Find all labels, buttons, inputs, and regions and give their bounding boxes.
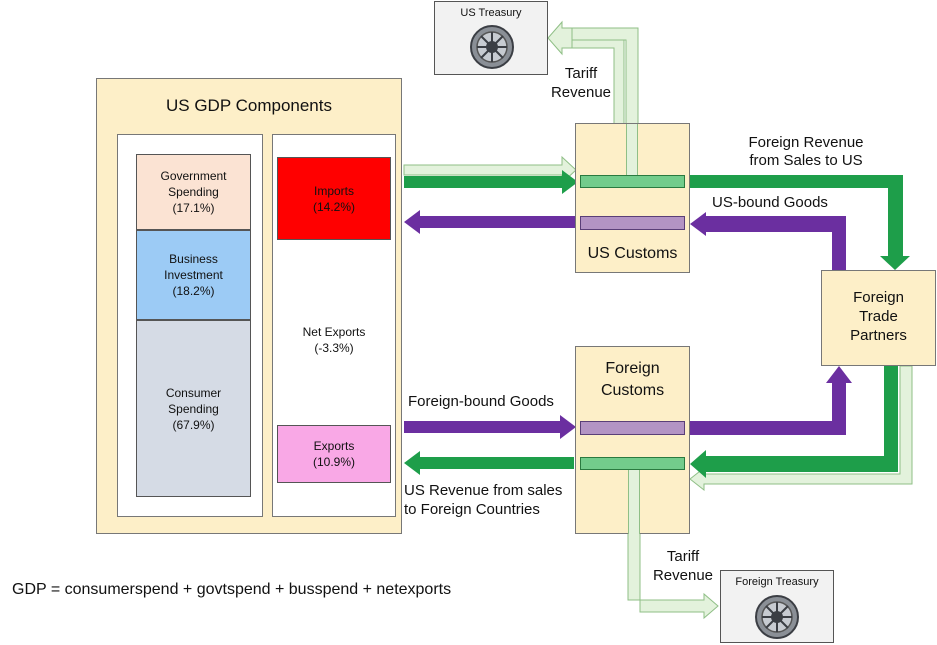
- foreign-customs-goods-bar-top: [580, 421, 685, 435]
- exports-label: Exports: [313, 439, 355, 453]
- trade-partners-line2: Trade: [859, 308, 898, 325]
- foreign-customs-line2: Customs: [600, 382, 665, 399]
- tariff-top-line2: Revenue: [550, 84, 612, 101]
- foreign-revenue-label: Foreign Revenue from Sales to US: [740, 134, 872, 170]
- us-bound-goods-to-gdp: [404, 210, 576, 234]
- tariff-bottom-line1: Tariff: [666, 548, 700, 565]
- money-flow-to-gdp: [404, 451, 574, 475]
- us-customs-goods-bar-top: [580, 216, 685, 230]
- business-investment-cell: Business Investment (18.2%): [136, 230, 251, 320]
- money-flow-from-trade-partners: [690, 366, 898, 478]
- consumer-spending-pct: (67.9%): [172, 417, 215, 432]
- government-spending-label-2: Spending: [168, 185, 219, 199]
- exports-pct: (10.9%): [312, 455, 356, 469]
- foreign-treasury-label: Foreign Treasury: [735, 576, 819, 588]
- goods-flow-to-trade-partners: [690, 366, 852, 435]
- tariff-revenue-bottom-label: Tariff Revenue: [648, 547, 718, 585]
- net-exports-name: Net Exports: [302, 325, 366, 339]
- net-exports-pct: (-3.3%): [314, 341, 354, 355]
- us-customs-label: US Customs: [587, 245, 678, 262]
- money-flow-to-trade-partners: [690, 175, 910, 270]
- foreign-revenue-line1: Foreign Revenue: [748, 134, 864, 151]
- us-revenue-line1: US Revenue from sales: [404, 482, 563, 499]
- vault-icon: [755, 595, 799, 639]
- tariff-riser-foreign: [628, 470, 640, 534]
- vault-icon: [470, 25, 514, 69]
- foreign-customs-label: Foreign Customs: [575, 358, 690, 402]
- us-bound-goods-label: US-bound Goods: [712, 194, 828, 211]
- government-spending-pct: (17.1%): [172, 201, 215, 215]
- government-spending-label-1: Government: [160, 169, 227, 183]
- trade-partners-line3: Partners: [850, 327, 907, 344]
- tariff-bottom-line2: Revenue: [652, 567, 714, 584]
- trade-partners-box: [821, 270, 936, 366]
- light-flow-from-trade-partners: [689, 365, 913, 492]
- gdp-formula: GDP = consumerspend + govtspend + busspe…: [12, 581, 452, 598]
- imports-label: Imports: [313, 183, 354, 198]
- tariff-flow-us-arrow: [547, 20, 573, 56]
- exports-cell: Exports (10.9%): [277, 425, 391, 483]
- business-investment-pct: (18.2%): [172, 284, 215, 298]
- business-investment-label-2: Investment: [164, 268, 223, 282]
- us-bound-goods-flow: [690, 212, 846, 270]
- us-revenue-label: US Revenue from sales to Foreign Countri…: [404, 481, 562, 519]
- tariff-riser-us: [626, 124, 638, 175]
- us-revenue-line2: to Foreign Countries: [404, 501, 540, 518]
- consumer-spending-label-2: Spending: [168, 401, 219, 416]
- gdp-panel-title: US GDP Components: [166, 96, 332, 115]
- us-treasury-label: US Treasury: [460, 7, 522, 19]
- trade-partners-line1: Foreign: [853, 289, 904, 306]
- foreign-bound-goods-label: Foreign-bound Goods: [408, 393, 554, 410]
- us-customs-money-bar-top: [580, 175, 685, 188]
- trade-partners-label: Foreign Trade Partners: [821, 288, 936, 345]
- money-flow-to-us-customs: [404, 170, 578, 194]
- consumer-spending-cell: Consumer Spending (67.9%): [136, 320, 251, 497]
- imports-pct: (14.2%): [312, 199, 356, 214]
- imports-cell: Imports (14.2%): [277, 157, 391, 240]
- foreign-customs-line1: Foreign: [605, 360, 660, 377]
- foreign-revenue-line2: from Sales to US: [749, 152, 863, 169]
- tariff-revenue-top-label: Tariff Revenue: [544, 64, 618, 102]
- foreign-customs-money-bar-top: [580, 457, 685, 470]
- government-spending-cell: Government Spending (17.1%): [136, 154, 251, 230]
- net-exports-label: Net Exports (-3.3%): [277, 324, 391, 356]
- consumer-spending-label-1: Consumer: [165, 385, 222, 400]
- foreign-bound-goods-flow: [404, 415, 576, 439]
- business-investment-label-1: Business: [169, 252, 218, 266]
- tariff-top-line1: Tariff: [564, 65, 598, 82]
